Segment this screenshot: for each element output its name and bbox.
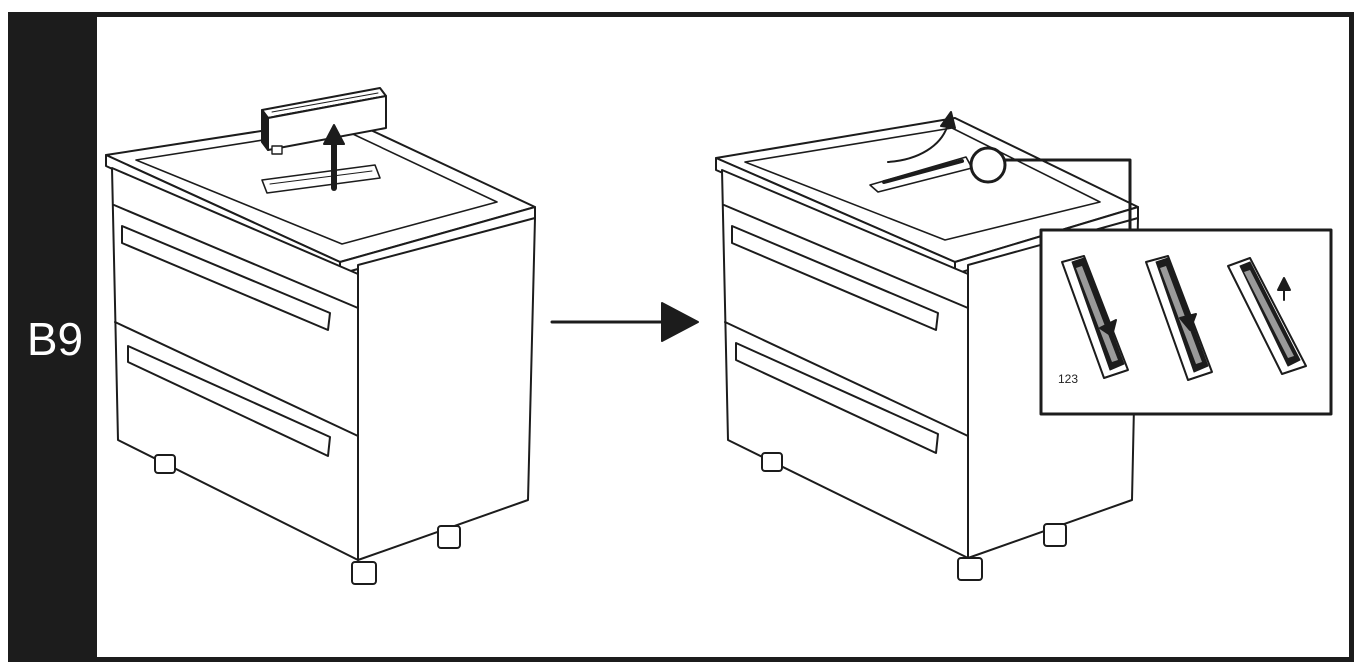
detail-part-2 [1145, 255, 1213, 381]
curved-arrow [887, 111, 956, 163]
part-number-label: 123 [1058, 372, 1078, 386]
detail-part-3 [1227, 257, 1307, 375]
step-band: B9 [13, 17, 97, 657]
cabinet-after-illustration [715, 117, 1139, 581]
detail-inset: 123 [1039, 228, 1333, 416]
step-label: B9 [26, 313, 84, 365]
zoom-circle [969, 146, 1132, 232]
lift-arrow [323, 124, 345, 191]
lifted-tray-part [261, 87, 387, 155]
detail-part-1 [1061, 255, 1129, 379]
transition-arrow [550, 302, 699, 342]
cabinet-before-illustration [105, 117, 536, 585]
